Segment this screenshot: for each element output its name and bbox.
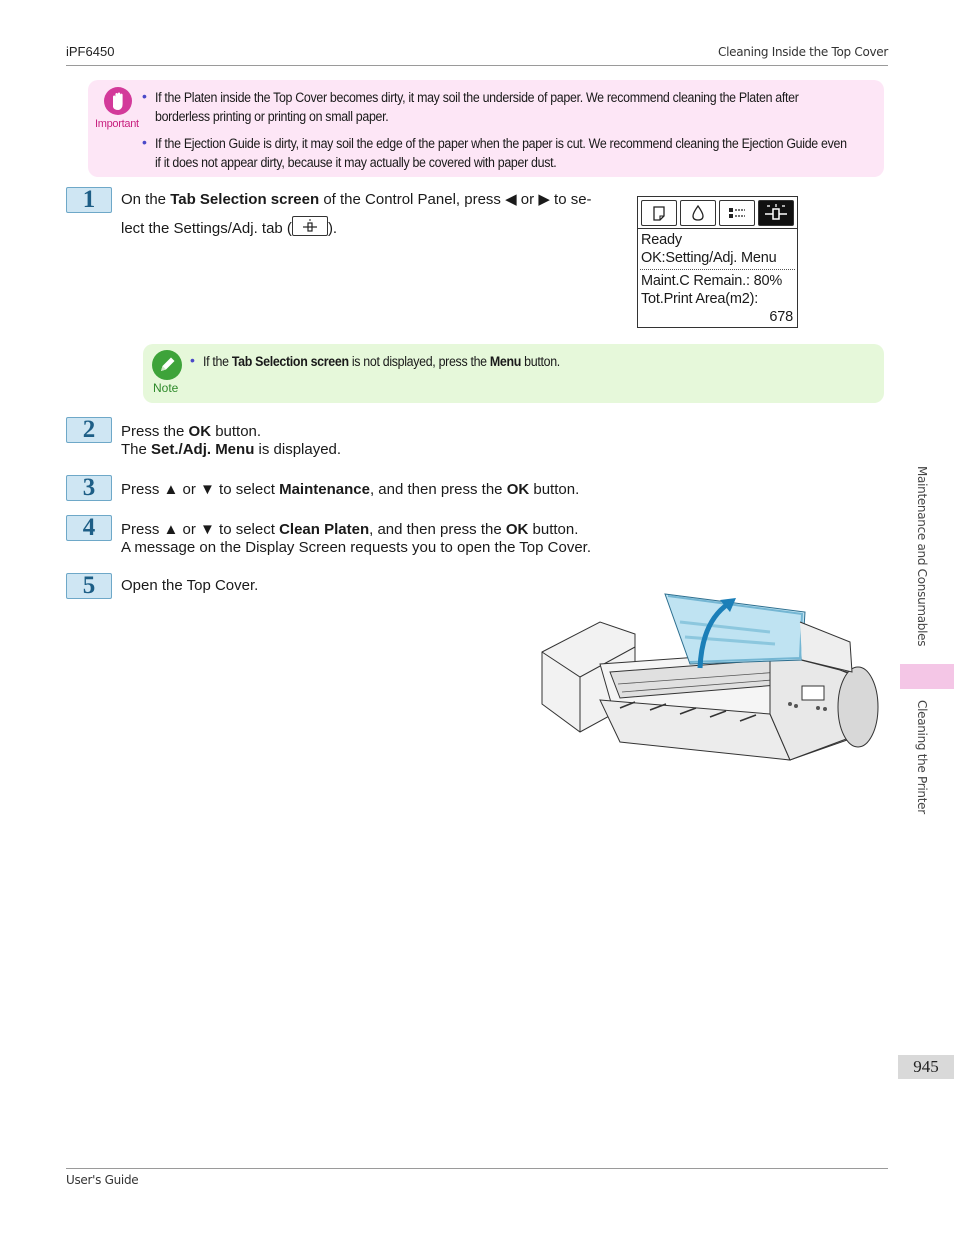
settings-adj-tab-icon	[291, 216, 328, 236]
note-pencil-icon	[152, 350, 182, 380]
step-3-text: Press ▲ or ▼ to select Maintenance, and …	[121, 481, 580, 498]
bullet-icon: •	[142, 134, 147, 150]
step-number-1: 1	[66, 187, 112, 213]
important-item-1: If the Platen inside the Top Cover becom…	[155, 90, 799, 124]
step-4-text-line2: A message on the Display Screen requests…	[121, 539, 592, 556]
header-divider	[66, 65, 888, 66]
side-tab-maintenance-and-consumables[interactable]: Maintenance and Consumables	[915, 466, 929, 647]
side-tab-cleaning-the-printer[interactable]: Cleaning the Printer	[915, 700, 929, 814]
lcd-status-line: Ready	[641, 232, 682, 248]
important-box	[88, 80, 884, 177]
bullet-icon: •	[142, 88, 147, 104]
lcd-total-print-area-value: 678	[769, 309, 793, 325]
header-product-name: iPF6450	[66, 44, 115, 59]
settings-list-tab-icon	[719, 200, 755, 226]
side-tab-active-marker	[900, 664, 954, 689]
lcd-maint-remain: Maint.C Remain.: 80%	[641, 273, 783, 289]
step-1-text-line2: lect the Settings/Adj. tab ( ).	[121, 216, 337, 238]
note-text: If the Tab Selection screen is not displ…	[203, 354, 560, 369]
lcd-dotted-divider	[640, 269, 795, 270]
step-2-text: Press the OK button.	[121, 423, 262, 440]
footer-divider	[66, 1168, 888, 1169]
ink-tab-icon	[680, 200, 716, 226]
important-label: Important	[95, 118, 139, 130]
important-hand-icon	[104, 87, 132, 115]
step-number-5: 5	[66, 573, 112, 599]
step-4-text: Press ▲ or ▼ to select Clean Platen, and…	[121, 521, 579, 538]
step-number-2: 2	[66, 417, 112, 443]
page-number: 945	[898, 1055, 954, 1079]
settings-adj-tab-selected-icon	[758, 200, 794, 226]
right-arrow-icon: ▶	[538, 191, 550, 208]
footer-guide-name: User's Guide	[66, 1173, 139, 1187]
important-item-2: If the Ejection Guide is dirty, it may s…	[155, 136, 847, 170]
lcd-menu-hint: OK:Setting/Adj. Menu	[641, 250, 777, 266]
header-section-title: Cleaning Inside the Top Cover	[718, 45, 888, 59]
step-number-4: 4	[66, 515, 112, 541]
step-1-text: On the Tab Selection screen of the Contr…	[121, 191, 592, 208]
bullet-icon: •	[190, 352, 195, 368]
step-5-text: Open the Top Cover.	[121, 577, 259, 594]
left-arrow-icon: ◀	[505, 191, 517, 208]
lcd-total-print-area-label: Tot.Print Area(m2):	[641, 291, 759, 307]
note-label: Note	[153, 381, 179, 395]
paper-tab-icon	[641, 200, 677, 226]
lcd-divider	[638, 228, 797, 229]
lcd-display-panel: Ready OK:Setting/Adj. Menu Maint.C Remai…	[637, 196, 798, 328]
step-2-text-line2: The Set./Adj. Menu is displayed.	[121, 441, 342, 458]
printer-open-cover-illustration	[540, 582, 884, 772]
note-box	[143, 344, 884, 403]
step-number-3: 3	[66, 475, 112, 501]
